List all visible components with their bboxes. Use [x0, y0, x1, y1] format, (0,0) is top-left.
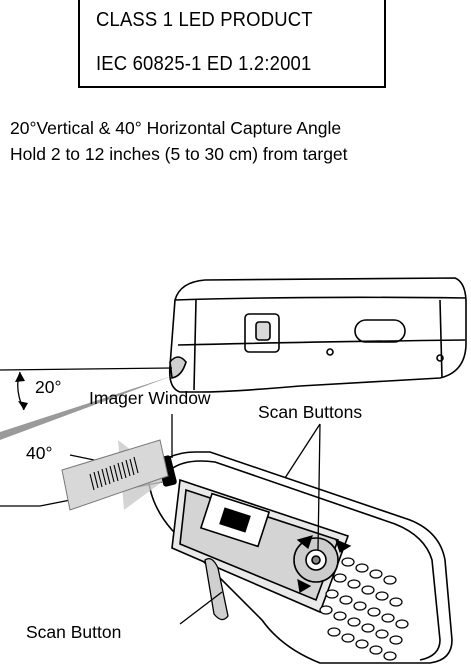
distance-caption: Hold 2 to 12 inches (5 to 30 cm) from ta…	[10, 144, 348, 164]
capture-angle-caption: 20°Vertical & 40° Horizontal Capture Ang…	[10, 118, 342, 138]
label-line-standard: IEC 60825-1 ED 1.2:2001	[96, 52, 312, 75]
scan-buttons-leader-left	[284, 423, 321, 479]
horizontal-angle-label: 40°	[26, 443, 53, 463]
device-side-view	[168, 277, 467, 393]
scan-button-label: Scan Button	[26, 622, 122, 642]
barcode-target	[61, 439, 169, 511]
scan-button-leader	[179, 591, 223, 625]
imager-window-label: Imager Window	[89, 388, 211, 408]
keypad	[296, 535, 409, 661]
scan-buttons-label: Scan Buttons	[258, 402, 363, 422]
laser-class-label: CLASS 1 LED PRODUCT IEC 60825-1 ED 1.2:2…	[78, 0, 386, 88]
scan-buttons-leader-right	[317, 423, 321, 551]
vertical-angle-label: 20°	[35, 377, 62, 397]
vertical-angle-lower-line	[0, 376, 172, 440]
device-front-view	[147, 451, 453, 664]
label-line-class: CLASS 1 LED PRODUCT	[96, 8, 313, 31]
vertical-angle-upper-line	[0, 367, 173, 371]
side-scan-button	[204, 557, 229, 621]
